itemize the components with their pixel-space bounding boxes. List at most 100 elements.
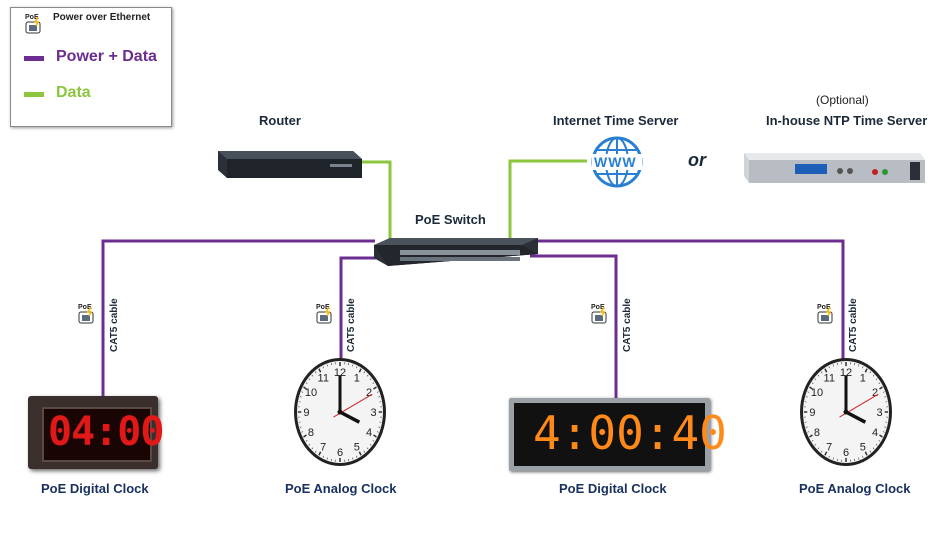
clock-number: 7 (320, 441, 326, 453)
clock-number: 1 (860, 373, 866, 385)
clock-tick (805, 396, 808, 398)
clock-tick (879, 434, 883, 438)
clock-tick (882, 431, 885, 433)
clock-number: 9 (809, 407, 815, 419)
clock-tick (820, 371, 823, 374)
poe-badge-icon: PoE (25, 14, 42, 34)
cable-analog-clock-1 (339, 256, 385, 365)
clock-tick (305, 439, 308, 442)
legend: PoE Power over Ethernet Power + Data Dat… (10, 7, 172, 127)
clock-tick (326, 364, 328, 367)
clock-tick (373, 386, 377, 390)
clock-tick (363, 371, 366, 374)
clock-tick (303, 434, 307, 438)
clock-pivot (337, 409, 343, 415)
clock-tick (303, 386, 307, 390)
poe-badge-text: PoE (591, 304, 605, 311)
clock-tick (373, 434, 377, 438)
or-text: or (688, 150, 706, 170)
clock-tick (814, 443, 817, 446)
clock-number: 6 (337, 447, 343, 459)
poe-switch-label: PoE Switch (415, 212, 486, 227)
clock-tick (318, 451, 322, 456)
clock-label-3: PoE Digital Clock (559, 481, 667, 496)
clock-tick (308, 443, 311, 446)
clock-tick (817, 374, 820, 377)
clock-hour-hand (339, 410, 361, 424)
clock-tick (884, 426, 887, 428)
clock-number: 12 (334, 367, 346, 379)
clock-tick (824, 368, 828, 373)
clock-tick (366, 374, 369, 377)
clock-number: 10 (305, 387, 317, 399)
internet-time-server-label: Internet Time Server (553, 113, 679, 128)
clock-tick (872, 447, 875, 450)
clock-tick (322, 455, 324, 458)
clock-label-4: PoE Analog Clock (799, 481, 911, 496)
clock-tick (311, 374, 314, 377)
clock-tick (369, 443, 372, 446)
ntp-server-label: In-house NTP Time Server (766, 113, 928, 128)
clock-tick (864, 368, 868, 373)
clock-tick (299, 396, 302, 398)
clock-tick (372, 382, 375, 385)
clock-number: 4 (872, 427, 878, 439)
www-text: WWW (594, 154, 637, 170)
legend-power-data-label: Power + Data (56, 48, 157, 65)
clock-tick (809, 434, 813, 438)
clock-number: 2 (366, 387, 372, 399)
clock-label-1: PoE Digital Clock (41, 481, 149, 496)
cable-analog-clock-2 (535, 239, 845, 360)
clock-tick (809, 386, 813, 390)
poe-badge-icon: PoE (78, 304, 95, 324)
clock-tick (875, 378, 878, 381)
clock-tick (811, 382, 814, 385)
clock-tick (862, 455, 864, 458)
clock-number: 12 (840, 367, 852, 379)
clock-tick (352, 457, 354, 460)
optional-label: (Optional) (816, 93, 869, 107)
clock-tick (828, 455, 830, 458)
clock-tick (322, 366, 324, 369)
clock-tick (301, 391, 304, 393)
router-data-cable (362, 160, 392, 243)
poe-badge-text: PoE (316, 304, 330, 311)
clock-tick (376, 391, 379, 393)
cable-digital-clock-1 (101, 239, 375, 400)
clock-tick (301, 431, 304, 433)
clock-tick (832, 364, 834, 367)
clock-tick (862, 366, 864, 369)
clock-tick (879, 386, 883, 390)
clock-tick (314, 371, 317, 374)
clock-tick (817, 447, 820, 450)
clock-number: 8 (308, 427, 314, 439)
clock-tick (318, 368, 322, 373)
clock-number: 11 (824, 373, 835, 385)
clock-number: 11 (318, 373, 329, 385)
clock-tick (366, 447, 369, 450)
clock-number: 1 (354, 373, 360, 385)
clock-tick (326, 457, 328, 460)
clock-tick (376, 431, 379, 433)
clock-tick (363, 450, 366, 453)
clock-number: 5 (860, 441, 866, 453)
clock-tick (882, 391, 885, 393)
time-server-data-cable (508, 159, 587, 243)
clock-hour-hand (845, 410, 867, 424)
clock-tick (369, 378, 372, 381)
clock-tick (807, 391, 810, 393)
clock-tick (864, 451, 868, 456)
router-label: Router (259, 113, 301, 128)
clock-number: 5 (354, 441, 360, 453)
clock-tick (356, 366, 358, 369)
clock-number: 2 (872, 387, 878, 399)
clock-tick (372, 439, 375, 442)
clock-pivot (843, 409, 849, 415)
clock-tick (807, 431, 810, 433)
